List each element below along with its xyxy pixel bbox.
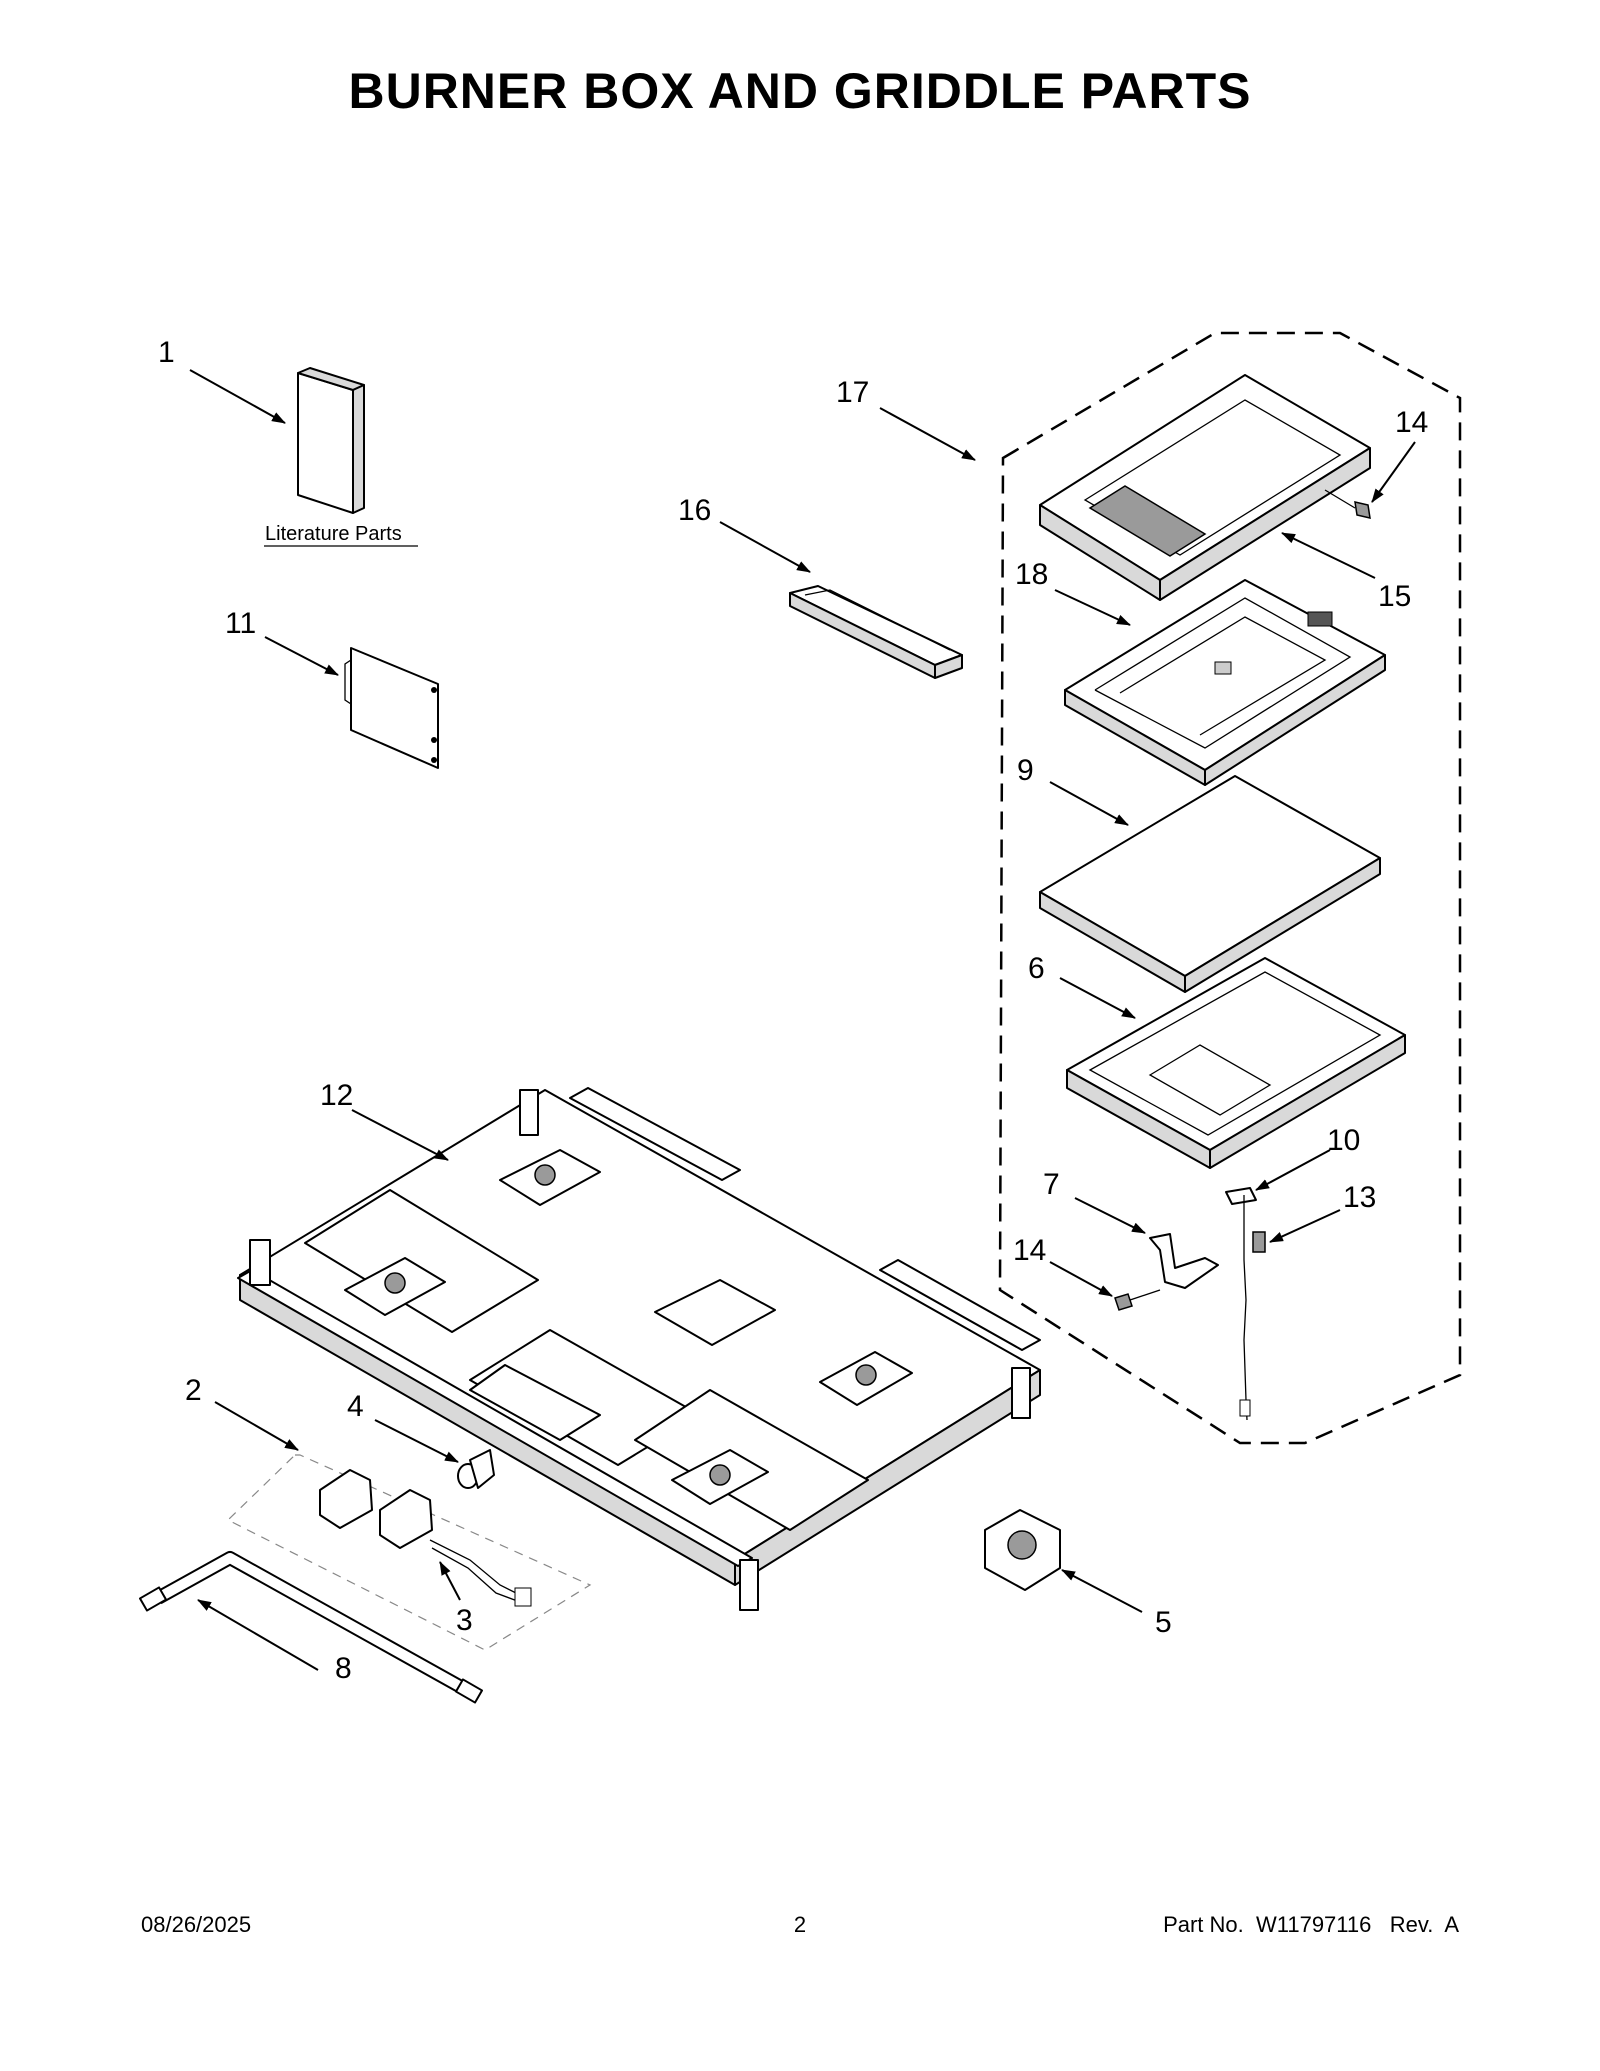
- part-3-wire-harness: [429, 1539, 532, 1607]
- callout-16: 16: [678, 494, 711, 527]
- valve-cluster-3: [819, 1351, 913, 1406]
- callout-6: 6: [1028, 952, 1045, 985]
- callout-7: 7: [1043, 1168, 1060, 1201]
- part-16-grease-trough: [789, 585, 963, 679]
- part-15-griddle-plate: [1039, 374, 1371, 601]
- literature-parts-label: Literature Parts: [265, 523, 402, 545]
- callout-15: 15: [1378, 580, 1411, 613]
- valve-cluster-4: [671, 1449, 769, 1505]
- callout-13: 13: [1343, 1181, 1376, 1214]
- part-13-screw: [1252, 1231, 1266, 1253]
- page-title: BURNER BOX AND GRIDDLE PARTS: [348, 63, 1252, 119]
- part-14-screw-top: [1324, 489, 1371, 519]
- griddle-kit-outline: [998, 331, 1462, 1445]
- part-11-panel: [344, 647, 439, 769]
- part-2-valve-assembly: [226, 1454, 592, 1651]
- footer-page-number: 2: [793, 1912, 807, 1937]
- part-5-ignition-module: [984, 1509, 1061, 1591]
- part-9-insulation: [1039, 775, 1381, 993]
- callout-11: 11: [225, 607, 256, 640]
- callout-2: 2: [185, 1374, 202, 1407]
- callout-12: 12: [320, 1079, 353, 1112]
- part-12-burner-box: [237, 1087, 1041, 1611]
- callout-10: 10: [1327, 1124, 1360, 1157]
- footer-part-number: Part No. W11797116 Rev. A: [1163, 1912, 1459, 1937]
- part-10-sensor: [1225, 1187, 1257, 1421]
- callout-14-top: 14: [1395, 406, 1428, 439]
- callout-5: 5: [1155, 1606, 1172, 1639]
- part-18-element-tray: [1064, 579, 1386, 786]
- callout-3: 3: [456, 1604, 473, 1637]
- callout-17: 17: [836, 376, 869, 409]
- callout-4: 4: [347, 1390, 364, 1423]
- callout-9: 9: [1017, 754, 1034, 787]
- part-7-bracket: [1149, 1233, 1219, 1289]
- footer-date: 08/26/2025: [141, 1912, 252, 1937]
- callout-1: 1: [158, 336, 175, 369]
- part-4-fitting: [457, 1449, 495, 1489]
- part-14-screw-bottom: [1114, 1289, 1161, 1311]
- part-6-lower-pan: [1066, 957, 1406, 1169]
- part-8-gas-tube: [138, 1551, 484, 1704]
- callout-arrows: [189, 369, 1416, 1671]
- valve-cluster-1: [499, 1149, 601, 1206]
- part-1-literature: [264, 367, 418, 547]
- callout-14-bottom: 14: [1013, 1234, 1046, 1267]
- callout-8: 8: [335, 1652, 352, 1685]
- valve-cluster-2: [344, 1257, 446, 1316]
- callout-18: 18: [1015, 558, 1048, 591]
